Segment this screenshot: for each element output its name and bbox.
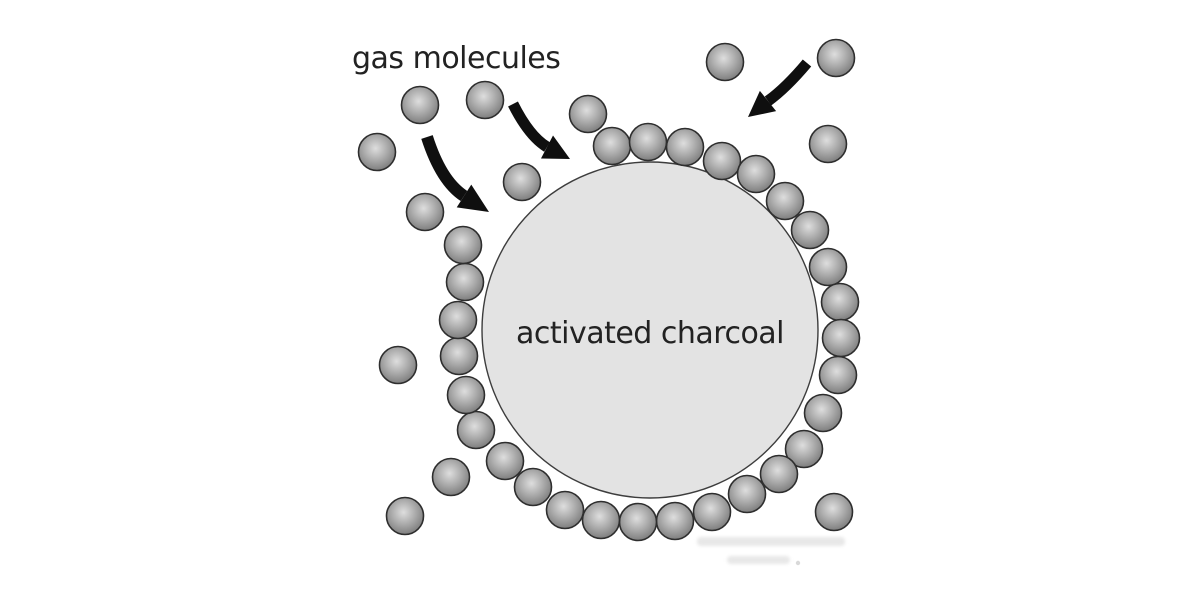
arrows-layer — [421, 59, 812, 212]
gas-molecule-adsorbed — [628, 122, 668, 162]
gas-molecule-adsorbed — [445, 262, 485, 302]
watermark-smudge — [697, 537, 845, 566]
adsorption-arrow-middle — [508, 101, 570, 159]
free-molecules-layer — [357, 38, 856, 536]
gas-molecule-adsorbed — [456, 410, 496, 450]
adsorbed-molecules-layer — [438, 122, 861, 542]
watermark-smudge-bar — [697, 537, 845, 546]
gas-molecule-adsorbed — [759, 454, 799, 494]
gas-molecule-free — [568, 94, 608, 134]
gas-molecule-free — [465, 80, 505, 120]
activated-charcoal-circle — [481, 161, 819, 499]
gas-molecule-adsorbed — [513, 467, 553, 507]
gas-molecules-label: gas molecules — [352, 41, 560, 76]
gas-molecule-adsorbed — [702, 141, 742, 181]
arrow-head — [540, 135, 570, 159]
gas-molecule-adsorbed — [443, 225, 483, 265]
gas-molecule-free — [400, 85, 440, 125]
gas-molecule-adsorbed — [784, 429, 824, 469]
gas-molecule-adsorbed — [821, 318, 861, 358]
gas-molecule-adsorbed — [592, 126, 632, 166]
gas-molecule-adsorbed — [618, 502, 658, 542]
gas-molecule-free — [405, 192, 445, 232]
gas-molecule-free — [705, 42, 745, 82]
gas-molecule-adsorbed — [692, 492, 732, 532]
gas-molecule-free — [816, 38, 856, 78]
gas-molecule-adsorbed — [485, 441, 525, 481]
gas-molecule-adsorbed — [655, 501, 695, 541]
gas-molecule-adsorbed — [818, 355, 858, 395]
adsorption-arrow-left — [421, 135, 489, 212]
gas-molecule-adsorbed — [665, 127, 705, 167]
gas-molecule-free — [502, 162, 542, 202]
gas-molecule-free — [431, 457, 471, 497]
gas-molecule-adsorbed — [581, 500, 621, 540]
gas-molecule-adsorbed — [765, 181, 805, 221]
gas-molecule-adsorbed — [736, 154, 776, 194]
watermark-dot — [795, 560, 801, 566]
arrow-head — [456, 184, 489, 212]
watermark-smudge-bar — [727, 556, 790, 564]
adsorption-arrow-right — [748, 59, 812, 117]
gas-molecule-adsorbed — [446, 375, 486, 415]
gas-molecule-adsorbed — [803, 393, 843, 433]
gas-molecule-free — [378, 345, 418, 385]
gas-molecule-free — [385, 496, 425, 536]
gas-molecule-adsorbed — [790, 210, 830, 250]
gas-molecule-adsorbed — [727, 474, 767, 514]
arrow-head — [748, 90, 777, 117]
gas-molecule-adsorbed — [545, 490, 585, 530]
gas-molecule-adsorbed — [808, 247, 848, 287]
gas-molecule-adsorbed — [820, 282, 860, 322]
gas-molecule-free — [357, 132, 397, 172]
gas-molecule-free — [814, 492, 854, 532]
gas-molecule-free — [808, 124, 848, 164]
gas-molecule-adsorbed — [439, 336, 479, 376]
gas-molecule-adsorbed — [438, 300, 478, 340]
activated-charcoal-label: activated charcoal — [516, 316, 784, 351]
